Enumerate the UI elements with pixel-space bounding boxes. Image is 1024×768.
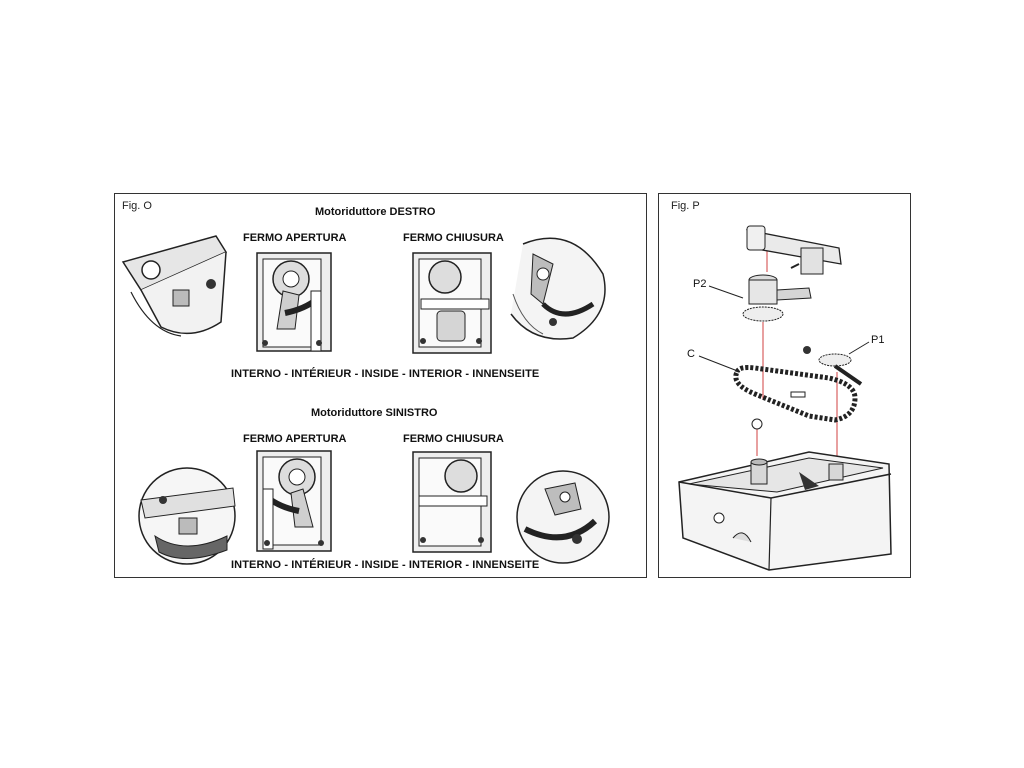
left-motor-title: Motoriduttore SINISTRO xyxy=(311,407,438,419)
figure-o-label: Fig. O xyxy=(122,200,152,212)
inside-caption-top: INTERNO - INTÉRIEUR - INSIDE - INTERIOR … xyxy=(231,368,540,380)
stop-open-label-bottom: FERMO APERTURA xyxy=(243,433,347,445)
motor-stop-open-illustration-bottom xyxy=(256,450,332,552)
part-label-p2: P2 xyxy=(693,278,707,290)
inside-caption-bottom: INTERNO - INTÉRIEUR - INSIDE - INTERIOR … xyxy=(231,559,540,571)
right-motor-title: Motoriduttore DESTRO xyxy=(315,206,436,218)
stop-close-label-top: FERMO CHIUSURA xyxy=(403,232,504,244)
figure-o-panel: Fig. O Motoriduttore DESTRO FERMO APERTU… xyxy=(114,193,647,578)
arm-detail-illustration-bottom xyxy=(516,470,610,564)
bracket-detail-illustration-top xyxy=(121,235,228,337)
exploded-assembly-illustration xyxy=(678,225,892,571)
figure-p-label: Fig. P xyxy=(671,200,700,212)
arm-detail-illustration-top xyxy=(510,237,606,340)
part-label-p1: P1 xyxy=(871,334,885,346)
stop-open-label-top: FERMO APERTURA xyxy=(243,232,347,244)
figure-p-panel: Fig. P P2 P1 xyxy=(658,193,911,578)
motor-stop-close-illustration-top xyxy=(412,252,492,354)
leader-lines xyxy=(698,285,870,371)
stop-close-label-bottom: FERMO CHIUSURA xyxy=(403,433,504,445)
motor-stop-close-illustration-bottom xyxy=(412,451,492,553)
bracket-detail-illustration-bottom xyxy=(138,467,236,565)
part-label-c: C xyxy=(687,348,695,360)
motor-stop-open-illustration-top xyxy=(256,252,332,352)
